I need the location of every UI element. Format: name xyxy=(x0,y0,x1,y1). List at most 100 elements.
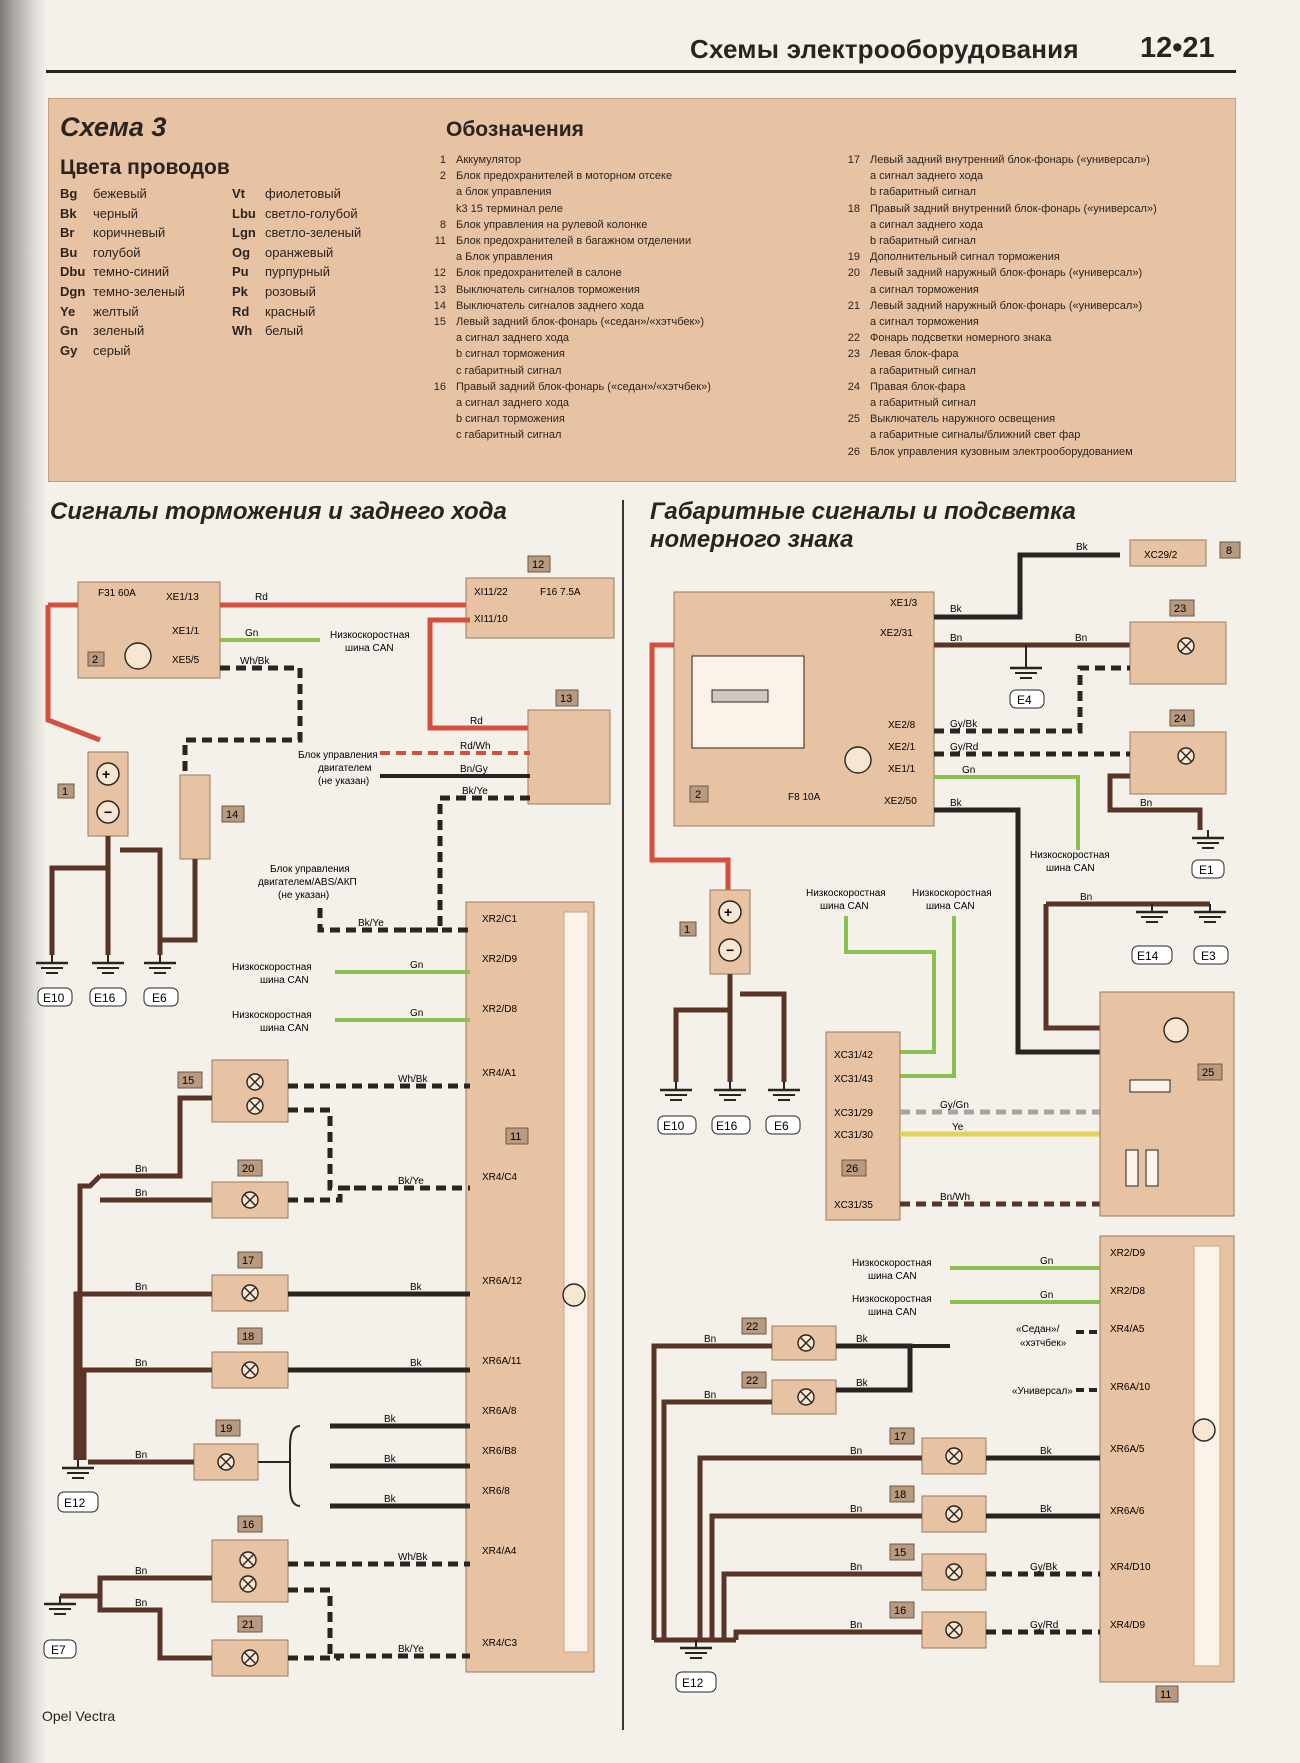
designation-row: а сигнал заднего хода xyxy=(870,218,984,231)
can-label-r8: шина CAN xyxy=(868,1271,917,1282)
component-badge-13 xyxy=(555,689,579,707)
wire-rd-battery xyxy=(45,605,101,743)
page-number: 12•21 xyxy=(1140,32,1215,64)
label-xe2-31: XE2/31 xyxy=(880,628,913,639)
component-badge-1 xyxy=(57,783,75,799)
can-label-r6: шина CAN xyxy=(926,901,975,912)
wire-bk-22 xyxy=(836,1343,913,1393)
wire-label-gn-r2: Gn xyxy=(1040,1256,1053,1267)
wire-gn-26a xyxy=(844,916,936,1054)
ground-e16r-icon xyxy=(712,1080,748,1102)
ground-e16-label: E16 xyxy=(94,991,116,1005)
component-badge-25 xyxy=(1197,1063,1223,1081)
label-xc31-43: XC31/43 xyxy=(834,1074,873,1085)
ground-e6r-icon xyxy=(766,1080,802,1102)
label-xr6a-6: XR6A/6 xyxy=(1110,1506,1145,1517)
component-2-label: 2 xyxy=(92,654,98,666)
wire-bn-24 xyxy=(1107,773,1203,830)
wire-label-bn-7: Bn xyxy=(135,1598,147,1609)
label-xr6a-10: XR6A/10 xyxy=(1110,1382,1150,1393)
ground-e4-label: E4 xyxy=(1017,693,1032,707)
footer-model: Opel Vectra xyxy=(42,1708,116,1724)
component-badge-24 xyxy=(1169,709,1195,727)
label-xc31-42: XC31/42 xyxy=(834,1050,873,1061)
ground-e1-badge xyxy=(1191,859,1225,879)
ground-e6-icon xyxy=(142,953,178,975)
designation-row: а сигнал торможения xyxy=(870,316,979,329)
component-13-box xyxy=(527,709,611,805)
ground-e7-icon xyxy=(42,1594,78,1616)
wire-label-rd-2: Rd xyxy=(470,716,483,727)
resistor-icon xyxy=(1129,1079,1171,1093)
wire-bn-17 xyxy=(73,1291,212,1460)
component-badge-15 xyxy=(177,1071,203,1089)
wire-label-bk-r1: Bk xyxy=(950,604,963,615)
ground-e10r-badge xyxy=(657,1115,697,1135)
label-xr4-d10: XR4/D10 xyxy=(1110,1562,1151,1573)
lamp-icon xyxy=(241,1284,259,1302)
designation-row: а сигнал заднего хода xyxy=(456,332,570,345)
wire-label-bn-5: Bn xyxy=(135,1450,147,1461)
ground-e12-badge xyxy=(57,1491,99,1513)
component-badge-18 xyxy=(237,1327,263,1345)
label-xr2-d8-r: XR2/D8 xyxy=(1110,1286,1145,1297)
label-xe2-1: XE2/1 xyxy=(888,742,916,753)
ground-e1-icon xyxy=(1190,828,1226,850)
component-20-label: 20 xyxy=(242,1163,254,1175)
lamp-icon xyxy=(1177,747,1195,765)
wire-bn-21 xyxy=(97,1596,212,1661)
label-xr4-a4: XR4/A4 xyxy=(482,1546,517,1557)
wire-label-gn-r: Gn xyxy=(962,765,975,776)
designation-row: а сигнал заднего хода xyxy=(870,170,984,183)
component-23-label: 23 xyxy=(1174,603,1186,615)
can-label-1: Низкоскоростная xyxy=(330,630,410,641)
control-unit-icon-11r xyxy=(1192,1418,1216,1442)
wire-label-gybk-2: Gy/Bk xyxy=(1030,1562,1058,1573)
label-xr2-c1: XR2/C1 xyxy=(482,914,517,925)
wire-label-bk-1: Bk xyxy=(410,1282,423,1293)
label-xr4-a5: XR4/A5 xyxy=(1110,1324,1145,1335)
wire-label-bn-1: Bn xyxy=(135,1164,147,1175)
ground-e7-label: E7 xyxy=(51,1643,66,1657)
wire-bn-16r xyxy=(733,1629,922,1640)
wire-label-bnwh: Bn/Wh xyxy=(940,1192,970,1203)
ground-e14-icon xyxy=(1134,902,1170,924)
component-badge-21 xyxy=(237,1615,263,1633)
relay-k3 xyxy=(691,655,805,749)
relay-coil xyxy=(711,689,769,703)
wire-bn-trunk xyxy=(77,1174,102,1460)
wire-label-bkye-2: Bk/Ye xyxy=(358,918,384,929)
lamp-icon xyxy=(241,1361,259,1379)
wire-label-bn-r9: Bn xyxy=(850,1562,862,1573)
header-rule xyxy=(46,70,1236,73)
label-xr6a-5: XR6A/5 xyxy=(1110,1444,1145,1455)
component-15-label: 15 xyxy=(182,1075,194,1087)
wire-label-whbk-2: Wh/Bk xyxy=(398,1074,428,1085)
wire-bn-25 xyxy=(1043,904,1100,1031)
label-xr2-d9: XR2/D9 xyxy=(482,954,517,965)
legend-panel xyxy=(48,98,1236,482)
can-label-4: шина CAN xyxy=(260,975,309,986)
wire-label-bk-5: Bk xyxy=(384,1494,397,1505)
ground-e10r-label: E10 xyxy=(663,1119,685,1133)
component-badge-20 xyxy=(237,1159,263,1177)
wire-bn-22a xyxy=(651,1343,772,1640)
component-14-box xyxy=(179,774,211,860)
wire-label-bn-3: Bn xyxy=(135,1282,147,1293)
wire-label-bn-r1: Bn xyxy=(950,633,962,644)
svg-text:+: + xyxy=(724,904,732,920)
wire-bkye-16 xyxy=(288,1587,470,1659)
